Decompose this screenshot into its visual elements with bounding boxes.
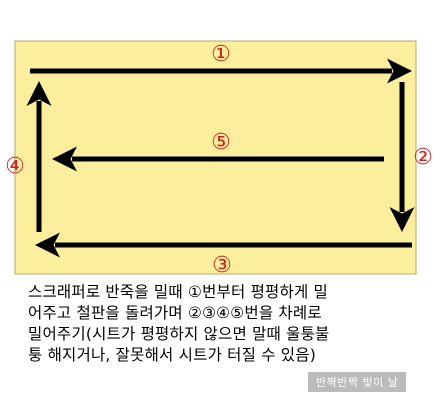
caption-line: 퉁 해지거나, 잘못해서 시트가 터질 수 있음) — [28, 346, 316, 364]
step-number-1: ① — [211, 42, 231, 67]
instruction-caption: 스크래퍼로 반죽을 밀때 ①번부터 평평하게 밀 어주고 철판을 돌려가며 ②③… — [28, 282, 438, 366]
caption-line: 스크래퍼로 반죽을 밀때 ①번부터 평평하게 밀 — [28, 283, 329, 301]
caption-line: 어주고 철판을 돌려가며 ②③④⑤번을 차례로 — [28, 304, 322, 322]
step-number-5: ⑤ — [211, 130, 231, 155]
watermark: 반짝반짝 빛이 날 — [308, 372, 407, 392]
step-number-3: ③ — [212, 253, 232, 278]
roll-direction-diagram: ① ② ③ ④ ⑤ — [5, 40, 433, 278]
caption-line: 밀어주기(시트가 평평하지 않으면 말때 울퉁불 — [28, 325, 330, 343]
step-number-4: ④ — [5, 154, 25, 179]
step-number-2: ② — [413, 145, 433, 170]
